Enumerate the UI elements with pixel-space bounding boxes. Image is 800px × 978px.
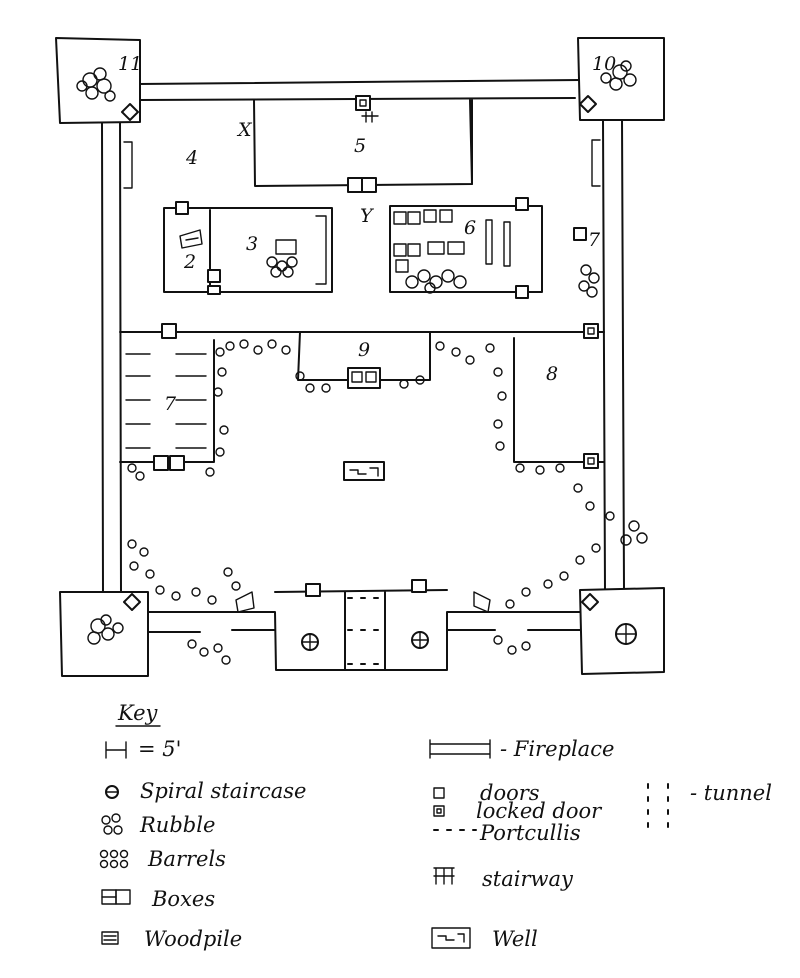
door-stables-a[interactable] — [153, 455, 169, 471]
rubble-tower-nw — [76, 67, 116, 102]
fireplace-east — [591, 139, 601, 187]
map-key: Key = 5' Spiral staircase Rubble Barrels… — [99, 701, 772, 951]
door-inner-west[interactable] — [161, 323, 177, 339]
barrels-icon — [99, 849, 129, 869]
fireplace-west — [123, 141, 133, 189]
door-gate-west[interactable] — [305, 583, 321, 597]
room-label-7-east: 7 — [588, 229, 601, 251]
key-locked-door: locked door — [476, 799, 603, 823]
door-east-wall[interactable] — [573, 227, 587, 241]
rubble-east-wall — [578, 264, 600, 298]
woodpiles-room-6 — [427, 219, 511, 267]
rubble-room-3 — [266, 239, 298, 278]
key-boxes: Boxes — [151, 887, 215, 911]
barrels-room-6 — [405, 269, 467, 294]
spiral-staircase-gate-east[interactable] — [411, 631, 429, 649]
door-icon — [433, 787, 445, 799]
key-fireplace: - Fireplace — [500, 737, 614, 761]
woodpile-icon — [101, 931, 119, 945]
outer-walls — [101, 79, 625, 671]
rubble-tower-sw — [87, 614, 124, 645]
marker-x: X — [236, 119, 253, 141]
boxes-room-6 — [393, 209, 453, 273]
stairway-room-2[interactable] — [179, 229, 203, 249]
door-stables-b[interactable] — [169, 455, 185, 471]
fireplace-room-3 — [315, 215, 327, 285]
well-icon — [431, 927, 471, 949]
rubble-courtyard — [127, 339, 648, 665]
spiral-staircase-icon — [105, 785, 119, 799]
room-label-5: 5 — [354, 135, 366, 157]
rubble-icon — [101, 813, 123, 835]
door-room-6-north[interactable] — [515, 197, 529, 211]
key-spiral-staircase: Spiral staircase — [140, 779, 306, 803]
door-room-5-south-a[interactable] — [347, 177, 363, 193]
stairway-gate-east[interactable] — [473, 591, 491, 613]
well-courtyard[interactable] — [343, 461, 385, 481]
boxes-icon — [101, 889, 131, 905]
room-label-10: 8 — [546, 363, 558, 385]
scale-icon — [105, 741, 127, 759]
room-label-2: 2 — [183, 251, 196, 273]
door-room-2[interactable] — [175, 201, 189, 215]
key-title: Key — [117, 701, 159, 725]
room-label-8: 10 — [592, 53, 616, 75]
room-5: 5 — [253, 95, 473, 193]
door-room-2-south[interactable] — [207, 285, 221, 295]
room-7-stables: 7 — [119, 339, 215, 471]
tower-nw: 11 — [55, 37, 142, 124]
locked-door-room-10[interactable] — [583, 453, 599, 469]
door-diag-sw[interactable] — [123, 593, 141, 611]
tower-se — [579, 587, 665, 675]
marker-y: Y — [360, 205, 375, 227]
tower-ne: 10 — [577, 37, 665, 121]
rubble-tower-ne — [600, 60, 637, 91]
room-label-6: 6 — [464, 217, 476, 239]
door-room-6-south[interactable] — [515, 285, 529, 299]
door-gate-east[interactable] — [411, 579, 427, 593]
key-doors: doors — [480, 781, 540, 805]
tower-sw — [59, 591, 149, 677]
door-diag-se[interactable] — [581, 593, 599, 611]
room-label-3: 3 — [246, 233, 258, 255]
key-rubble: Rubble — [139, 813, 215, 837]
stairway-gate-west[interactable] — [235, 591, 255, 613]
locked-door-icon — [433, 805, 445, 817]
room-label-4: 4 — [185, 147, 198, 169]
key-portcullis: Portcullis — [479, 821, 581, 845]
key-well: Well — [492, 927, 538, 951]
spiral-staircase-se[interactable] — [615, 623, 637, 645]
door-room-5-south-b[interactable] — [361, 177, 377, 193]
key-stairway: stairway — [482, 867, 574, 891]
spiral-staircase-gate-west[interactable] — [301, 633, 319, 651]
room-label-7-stables: 7 — [164, 393, 177, 415]
fireplace-icon — [429, 739, 491, 759]
room-label-11: 9 — [358, 339, 370, 361]
key-scale: = 5' — [138, 737, 181, 761]
fireplace-room-11 — [347, 367, 381, 389]
rooms-2-3: 2 3 — [163, 201, 333, 295]
key-woodpile: Woodpile — [144, 927, 242, 951]
room-6: 6 — [389, 197, 543, 299]
stairway-icon — [433, 867, 455, 885]
locked-door-room-5[interactable] — [355, 95, 371, 111]
stairway-room-5[interactable] — [361, 111, 379, 123]
door-diag-nw[interactable] — [121, 103, 139, 121]
door-diag-ne[interactable] — [579, 95, 597, 113]
locked-door-inner-east[interactable] — [583, 323, 599, 339]
room-label-9: 11 — [118, 53, 142, 75]
door-room-3[interactable] — [207, 269, 221, 283]
tunnel-icon — [647, 783, 669, 831]
room-10: 8 — [513, 337, 605, 469]
room-11: 9 — [297, 331, 431, 389]
key-tunnel: - tunnel — [690, 781, 772, 805]
key-barrels: Barrels — [147, 847, 226, 871]
